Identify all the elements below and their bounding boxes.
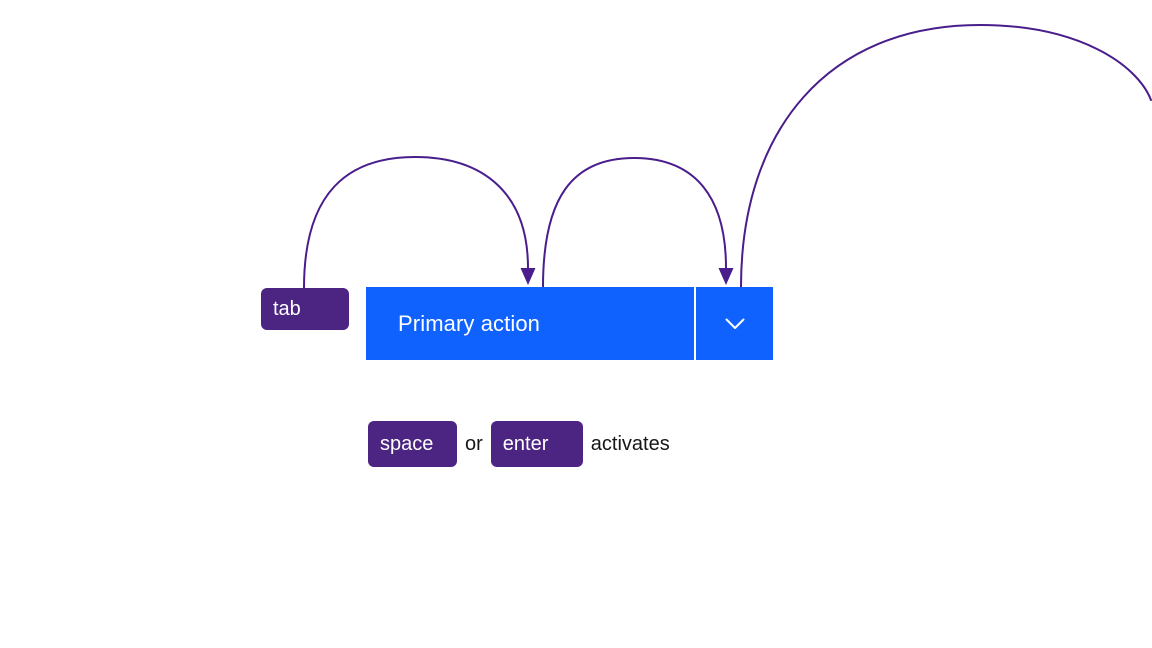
enter-key-label: enter (502, 433, 549, 455)
tab-key-badge: tab (261, 288, 349, 330)
activation-caption: space or enter activates (368, 421, 670, 467)
tab-order-arc-3 (740, 23, 1152, 288)
enter-key-badge: enter (490, 421, 583, 467)
tab-order-arc-1 (303, 155, 529, 289)
arrowhead-2 (718, 268, 734, 285)
split-button[interactable]: Primary action (366, 287, 773, 360)
split-button-divider (694, 287, 696, 360)
tab-order-arc-2 (542, 156, 727, 288)
primary-action-label: Primary action (398, 310, 540, 336)
chevron-button[interactable] (696, 287, 773, 360)
arrowhead-1 (520, 268, 536, 285)
space-key-label: space (380, 433, 434, 455)
caption-conjunction: or (465, 432, 483, 455)
space-key-badge: space (368, 421, 457, 467)
caption-suffix: activates (590, 432, 670, 455)
primary-action-button[interactable]: Primary action (366, 287, 694, 360)
tab-key-label: tab (273, 298, 301, 320)
chevron-down-icon (725, 318, 744, 329)
